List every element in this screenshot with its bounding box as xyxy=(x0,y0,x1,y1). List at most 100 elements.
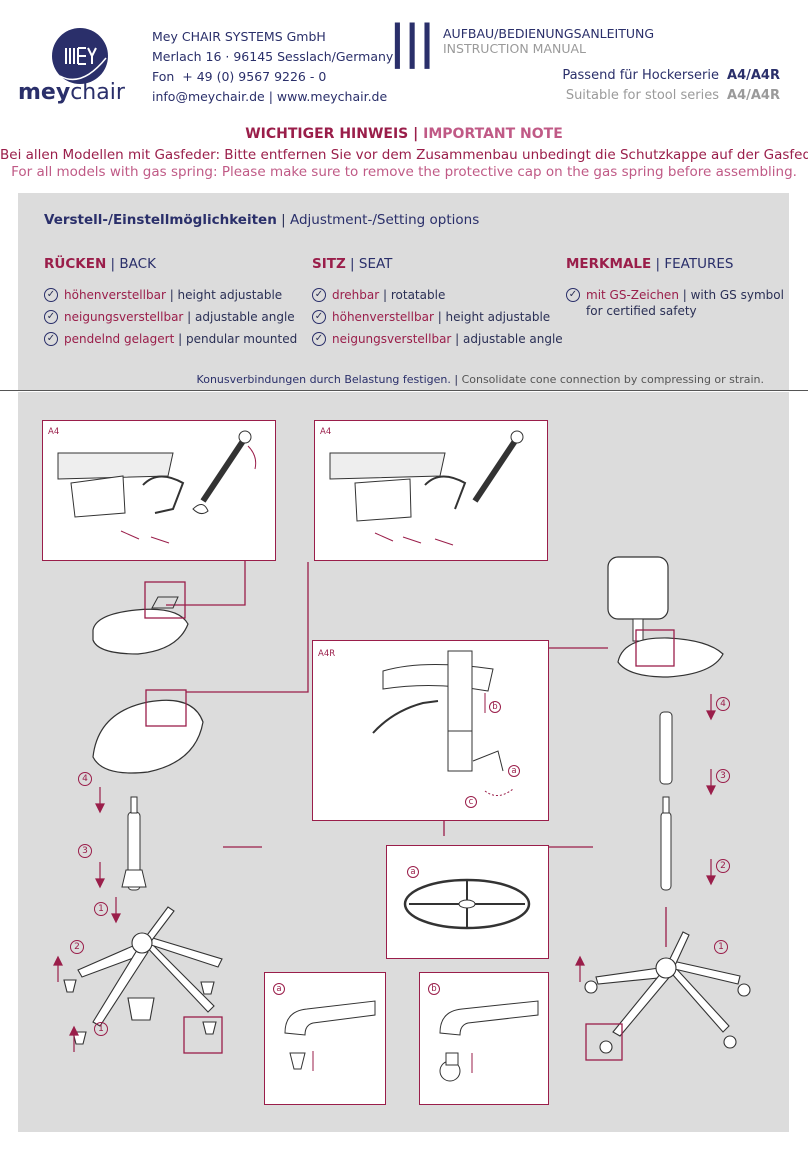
options-title-en: Adjustment-/Setting options xyxy=(289,212,480,228)
notice-heading: WICHTIGER HINWEIS | IMPORTANT NOTE xyxy=(245,126,563,142)
back-option-1: ✓höhenverstellbar | height adjustable xyxy=(44,287,282,303)
check-icon: ✓ xyxy=(44,310,58,324)
features-heading-en: FEATURES xyxy=(664,256,734,272)
step-1-left-bottom: 1 xyxy=(94,1022,108,1036)
option-en: adjustable angle xyxy=(463,332,563,346)
check-icon: ✓ xyxy=(312,310,326,324)
option-en: height adjustable xyxy=(445,310,551,324)
options-title-de: Verstell-/Einstellmöglichkeiten xyxy=(44,212,277,228)
series-label-en: Suitable for stool series xyxy=(565,88,720,103)
option-de: neigungsverstellbar xyxy=(332,332,452,346)
seat-bracket-wrench-icon xyxy=(57,430,257,544)
a4r-detail-box: A4R b a c xyxy=(312,640,549,821)
features-heading-de: MERKMALE xyxy=(566,256,652,272)
a4-detail-box-2: A4 xyxy=(314,420,548,561)
a4-detail-box-1: A4 xyxy=(42,420,276,561)
company-phone-line: Fon + 49 (0) 9567 9226 - 0 xyxy=(152,67,393,87)
features-heading: MERKMALE | FEATURES xyxy=(566,256,734,272)
castor-wheel-icon xyxy=(439,1000,539,1082)
step-2-right: 2 xyxy=(716,859,730,873)
back-heading: RÜCKEN | BACK xyxy=(44,256,156,272)
back-option-2: ✓neigungsverstellbar | adjustable angle xyxy=(44,309,295,325)
sub-step-c: c xyxy=(465,796,477,808)
check-icon: ✓ xyxy=(312,288,326,302)
option-de: höhenverstellbar xyxy=(64,288,166,302)
options-panel xyxy=(18,193,789,390)
glide-sub-a: a xyxy=(273,983,285,995)
company-address-block: Mey CHAIR SYSTEMS GmbH Merlach 16 · 9614… xyxy=(152,27,393,107)
step-2-left: 2 xyxy=(70,940,84,954)
notice-text-en: For all models with gas spring: Please m… xyxy=(11,164,797,180)
option-de: neigungsverstellbar xyxy=(64,310,184,324)
panel-divider xyxy=(0,390,808,391)
seat-heading-de: SITZ xyxy=(312,256,346,272)
notice-heading-en: IMPORTANT NOTE xyxy=(423,126,563,142)
back-bracket-wrench-icon xyxy=(329,430,524,546)
step-3-right: 3 xyxy=(716,769,730,783)
phone-number: + 49 (0) 9567 9226 - 0 xyxy=(182,69,327,84)
a4r-label: A4R xyxy=(318,649,336,659)
back-heading-en: BACK xyxy=(119,256,156,272)
option-de: höhenverstellbar xyxy=(332,310,434,324)
seat-heading-en: SEAT xyxy=(358,256,393,272)
footring-box: a xyxy=(386,845,549,959)
sub-step-a: a xyxy=(508,765,520,777)
a4-label-2: A4 xyxy=(320,427,332,437)
check-icon: ✓ xyxy=(44,332,58,346)
seat-option-1: ✓drehbar | rotatable xyxy=(312,287,445,303)
cone-connection-note: Konusverbindungen durch Belastung festig… xyxy=(196,373,764,386)
seat-lever-mechanism-icon xyxy=(372,650,514,796)
option-en: rotatable xyxy=(390,288,446,302)
email-link[interactable]: info@meychair.de xyxy=(152,89,265,104)
seat-option-3: ✓neigungsverstellbar | adjustable angle xyxy=(312,331,563,347)
option-en: pendular mounted xyxy=(185,332,298,346)
meychair-logo-emblem xyxy=(52,28,108,84)
company-address: Merlach 16 · 96145 Sesslach/Germany xyxy=(152,49,394,64)
notice-heading-de: WICHTIGER HINWEIS xyxy=(245,126,409,142)
step-4-right: 4 xyxy=(716,697,730,711)
company-name: Mey CHAIR SYSTEMS GmbH xyxy=(152,29,326,44)
option-de: drehbar xyxy=(332,288,380,302)
option-en-line2: for certified safety xyxy=(586,304,697,318)
footring-sub-a: a xyxy=(407,866,419,878)
seat-heading: SITZ | SEAT xyxy=(312,256,393,272)
series-label-de: Passend für Hockerserie xyxy=(562,68,720,83)
assembly-diagram: A4 A4 A4R xyxy=(18,392,789,1132)
back-heading-de: RÜCKEN xyxy=(44,256,107,272)
company-contact-line: info@meychair.de | www.meychair.de xyxy=(152,89,388,104)
option-de: mit GS-Zeichen xyxy=(586,288,679,302)
option-de: pendelnd gelagert xyxy=(64,332,175,346)
sub-step-b: b xyxy=(489,701,501,713)
check-icon: ✓ xyxy=(312,332,326,346)
castor-sub-b: b xyxy=(428,983,440,995)
series-models-de: A4/A4R xyxy=(727,68,780,83)
step-4-left: 4 xyxy=(78,772,92,786)
cone-note-en: Consolidate cone connection by compressi… xyxy=(461,373,764,386)
manual-title-de: AUFBAU/BEDIENUNGSANLEITUNG xyxy=(443,26,655,41)
check-icon: ✓ xyxy=(566,288,580,302)
manual-title-block: AUFBAU/BEDIENUNGSANLEITUNG INSTRUCTION M… xyxy=(443,26,654,56)
assembly-illustration xyxy=(53,542,751,1061)
seat-option-2: ✓höhenverstellbar | height adjustable xyxy=(312,309,550,325)
manual-title-en: INSTRUCTION MANUAL xyxy=(443,41,587,56)
glide-foot-icon xyxy=(284,1000,376,1071)
option-en: adjustable angle xyxy=(195,310,295,324)
option-en: with GS symbol xyxy=(690,288,784,302)
logo-text-mey: mey xyxy=(18,80,71,105)
step-1-right: 1 xyxy=(714,940,728,954)
website-link[interactable]: www.meychair.de xyxy=(276,89,388,104)
step-1-left: 1 xyxy=(94,902,108,916)
series-line-en: Suitable for stool series A4/A4R xyxy=(562,86,780,106)
logo-wordmark: meychair xyxy=(18,80,125,105)
logo-mark-icon xyxy=(59,47,107,81)
glide-detail-box: a xyxy=(264,972,386,1105)
back-option-3: ✓pendelnd gelagert | pendular mounted xyxy=(44,331,297,347)
check-icon: ✓ xyxy=(44,288,58,302)
section-bars-icon: ||| xyxy=(389,15,435,69)
step-3-left: 3 xyxy=(78,844,92,858)
options-title: Verstell-/Einstellmöglichkeiten | Adjust… xyxy=(44,212,480,228)
castor-detail-box: b xyxy=(419,972,549,1105)
a4-label: A4 xyxy=(48,427,60,437)
series-models-en: A4/A4R xyxy=(727,88,780,103)
